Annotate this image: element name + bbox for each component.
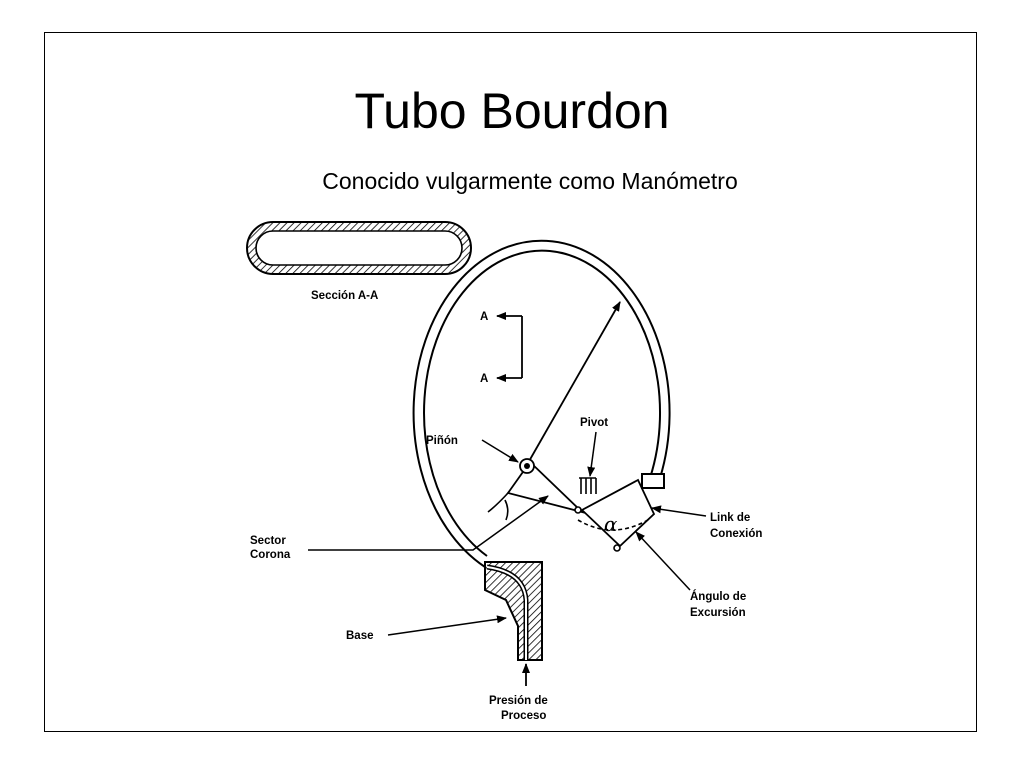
section-markers — [496, 312, 523, 382]
angle-leader — [635, 531, 691, 591]
section-marker-bottom: A — [480, 373, 488, 385]
sector-leader — [308, 495, 549, 551]
pointer-arrow — [523, 301, 621, 471]
pressure-label-line1: Presión de — [489, 695, 548, 707]
pivot-point — [574, 506, 582, 514]
pivot-leader — [587, 431, 597, 477]
tube-tip — [641, 473, 665, 489]
bourdon-tube — [412, 239, 671, 568]
pivot-label: Pivot — [580, 417, 608, 429]
pinion-gear — [519, 458, 535, 474]
base-shape — [484, 561, 543, 661]
pinion-leader — [481, 439, 519, 463]
section-a-a-label: Sección A-A — [311, 290, 378, 302]
cross-section-shape — [246, 221, 472, 275]
link-label-line1: Link de — [710, 512, 750, 524]
pinion-label: Piñón — [426, 435, 458, 447]
sector-teeth — [487, 492, 509, 521]
section-marker-top: A — [480, 311, 488, 323]
base-label: Base — [346, 630, 374, 642]
slide-frame — [44, 32, 977, 732]
excursion-arc — [577, 519, 649, 531]
alpha-symbol: α — [604, 512, 618, 536]
sector-label-line2: Corona — [250, 549, 291, 561]
sector-gear — [506, 460, 586, 514]
angle-label-line1: Ángulo de — [690, 590, 746, 603]
connecting-link — [580, 478, 656, 548]
slide-subtitle: Conocido vulgarmente como Manómetro — [322, 168, 738, 194]
pressure-label-line2: Proceso — [501, 710, 546, 722]
link-label-line2: Conexión — [710, 528, 762, 540]
pivot-mark — [579, 477, 597, 494]
slide-title: Tubo Bourdon — [354, 83, 670, 139]
sector-label-line1: Sector — [250, 535, 286, 547]
angle-label-line2: Excursión — [690, 607, 746, 619]
link-leader — [651, 505, 707, 517]
base-leader — [387, 615, 507, 636]
link-joint — [613, 544, 621, 552]
